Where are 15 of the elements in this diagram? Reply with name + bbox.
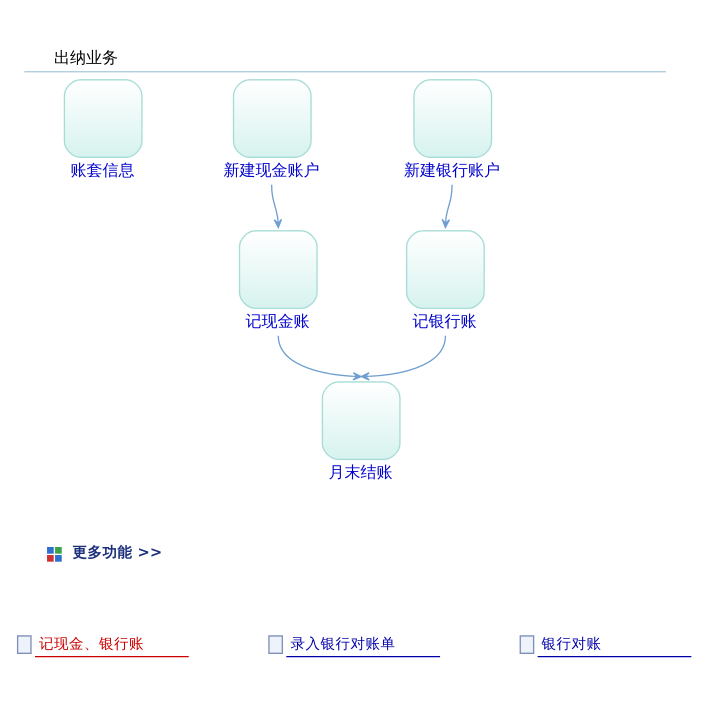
arrow: [360, 336, 446, 381]
arrow: [270, 184, 282, 228]
node-label: 记银行账: [412, 312, 477, 331]
node-label: 月末结账: [328, 462, 392, 482]
diagram-title: 出纳业务: [54, 48, 118, 68]
arrow: [278, 336, 362, 381]
label: 记现金、银行账: [39, 635, 144, 652]
node-label: 记现金账: [246, 312, 310, 331]
node-label: 新建现金账户: [223, 160, 320, 180]
arrow: [442, 184, 453, 228]
label: 录入银行对账单: [290, 635, 396, 652]
node-label: 新建银行账户: [404, 160, 500, 180]
label: 更多功能 >>: [72, 544, 162, 561]
node-label: 账套信息: [70, 160, 134, 180]
label: 银行对账: [542, 635, 602, 652]
